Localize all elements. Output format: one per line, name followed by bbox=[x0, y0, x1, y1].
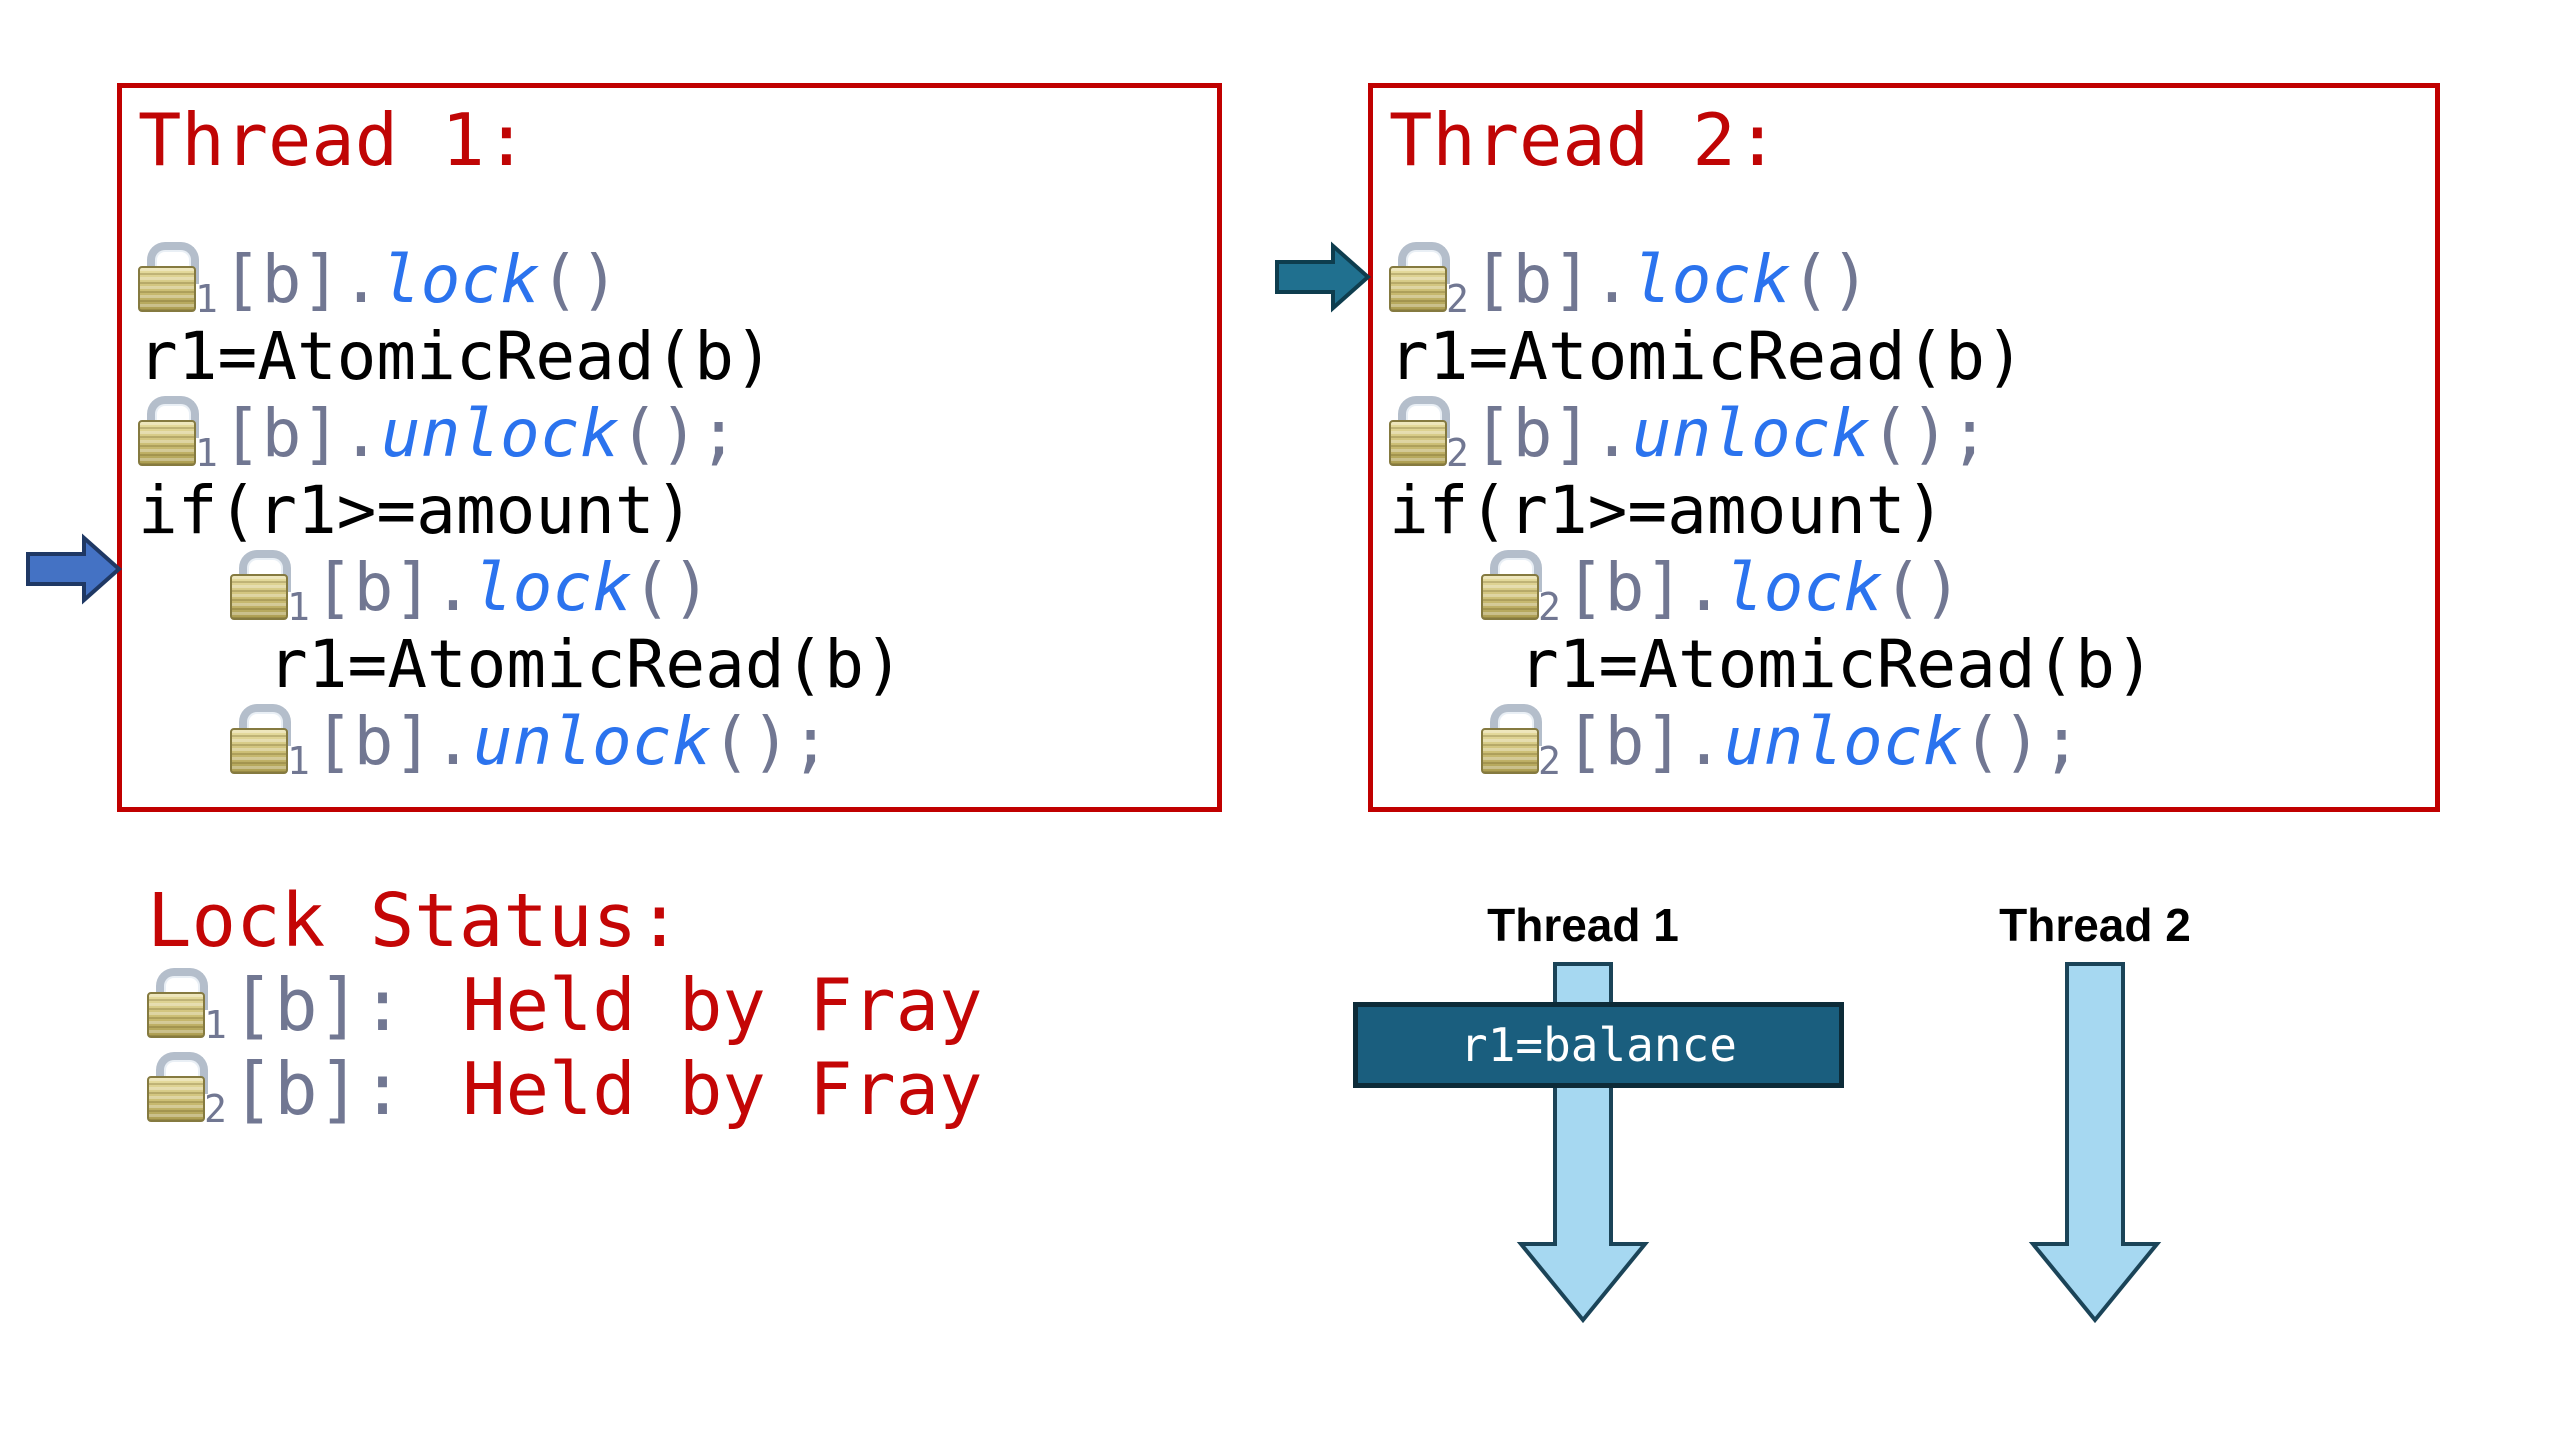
code-segment-call: lock bbox=[380, 240, 540, 318]
code-segment-call: unlock bbox=[1723, 702, 1963, 780]
lock-subscript: 2 bbox=[204, 1086, 227, 1131]
code-segment-call: lock bbox=[472, 548, 632, 626]
code-line: 2[b].unlock(); bbox=[1389, 394, 2435, 476]
lock-icon bbox=[1481, 550, 1542, 621]
lock-status-target: [b]: bbox=[230, 962, 405, 1047]
code-segment: (); bbox=[619, 394, 739, 472]
code-segment: [b]. bbox=[221, 240, 381, 318]
code-segment: r1=AtomicRead(b) bbox=[138, 317, 774, 395]
lock-subscript: 2 bbox=[1538, 585, 1561, 630]
lock-subscript: 1 bbox=[287, 585, 310, 630]
lock-icon bbox=[138, 242, 199, 313]
lock-status-row: 2[b]: Held by Fray bbox=[147, 1047, 982, 1131]
code-line: 2[b].unlock(); bbox=[1481, 702, 2435, 784]
lock-subscript: 2 bbox=[1446, 431, 1469, 476]
code-segment-call: unlock bbox=[1631, 394, 1871, 472]
lock-subscript: 2 bbox=[1446, 277, 1469, 322]
code-segment: [b]. bbox=[221, 394, 381, 472]
lock-icon bbox=[1389, 396, 1450, 467]
code-segment-call: lock bbox=[1723, 548, 1883, 626]
timeline-thread-1-label: Thread 1 bbox=[1487, 899, 1679, 951]
lock-subscript: 1 bbox=[195, 277, 218, 322]
thread-2-code: 2[b].lock()r1=AtomicRead(b)2[b].unlock()… bbox=[1389, 240, 2435, 784]
code-line: r1=AtomicRead(b) bbox=[268, 626, 1217, 703]
timeline-arrow-thread-2 bbox=[2028, 962, 2162, 1324]
code-segment: () bbox=[1882, 548, 1963, 626]
lock-subscript: 1 bbox=[287, 739, 310, 784]
block-arrow-down-icon bbox=[2028, 962, 2162, 1324]
code-line: 1[b].lock() bbox=[230, 548, 1217, 630]
code-segment: r1=AtomicRead(b) bbox=[268, 625, 904, 703]
code-segment-call: unlock bbox=[472, 702, 712, 780]
lock-subscript: 1 bbox=[204, 1002, 227, 1047]
lock-subscript: 2 bbox=[1538, 739, 1561, 784]
code-segment: (); bbox=[711, 702, 831, 780]
timeline-thread-2-label: Thread 2 bbox=[1999, 899, 2191, 951]
code-segment: [b]. bbox=[313, 702, 473, 780]
code-segment: () bbox=[631, 548, 712, 626]
code-line: 2[b].lock() bbox=[1481, 548, 2435, 630]
lock-status-row: 1[b]: Held by Fray bbox=[147, 963, 982, 1047]
lock-icon bbox=[147, 967, 208, 1038]
lock-icon bbox=[230, 704, 291, 775]
code-segment: () bbox=[539, 240, 620, 318]
thread-1-code: 1[b].lock()r1=AtomicRead(b)1[b].unlock()… bbox=[138, 240, 1217, 784]
lock-status-value: Held by Fray bbox=[462, 1046, 983, 1131]
lock-icon bbox=[138, 396, 199, 467]
code-segment: [b]. bbox=[313, 548, 473, 626]
event-label: r1=balance bbox=[1460, 1018, 1737, 1072]
event-box: r1=balance bbox=[1353, 1002, 1844, 1088]
code-line: if(r1>=amount) bbox=[138, 472, 1217, 549]
lock-status-panel: Lock Status: 1[b]: Held by Fray 2[b]: Held … bbox=[147, 880, 982, 1131]
lock-status-target: [b]: bbox=[230, 1046, 405, 1131]
code-segment: [b]. bbox=[1472, 240, 1632, 318]
thread-1-code-box: Thread 1: 1[b].lock()r1=AtomicRead(b)1[b… bbox=[117, 83, 1222, 812]
code-line: 1[b].unlock(); bbox=[230, 702, 1217, 784]
lock-icon bbox=[147, 1051, 208, 1122]
block-arrow-right-icon bbox=[26, 533, 123, 605]
code-line: 2[b].lock() bbox=[1389, 240, 2435, 322]
code-line: if(r1>=amount) bbox=[1389, 472, 2435, 549]
code-segment: [b]. bbox=[1564, 548, 1724, 626]
code-segment: () bbox=[1790, 240, 1871, 318]
thread-2-title: Thread 2: bbox=[1389, 98, 1780, 182]
code-segment: r1=AtomicRead(b) bbox=[1389, 317, 2025, 395]
execution-pointer-arrow-thread-2 bbox=[1275, 241, 1372, 313]
code-line: r1=AtomicRead(b) bbox=[138, 318, 1217, 395]
code-segment-call: lock bbox=[1631, 240, 1791, 318]
thread-1-title: Thread 1: bbox=[138, 98, 529, 182]
code-segment: (); bbox=[1870, 394, 1990, 472]
thread-2-code-box: Thread 2: 2[b].lock()r1=AtomicRead(b)2[b… bbox=[1368, 83, 2440, 812]
lock-icon bbox=[230, 550, 291, 621]
code-line: 1[b].unlock(); bbox=[138, 394, 1217, 476]
code-segment: if(r1>=amount) bbox=[1389, 471, 1946, 549]
code-line: r1=AtomicRead(b) bbox=[1519, 626, 2435, 703]
lock-icon bbox=[1389, 242, 1450, 313]
code-segment: r1=AtomicRead(b) bbox=[1519, 625, 2155, 703]
execution-pointer-arrow-thread-1 bbox=[26, 533, 123, 605]
lock-icon bbox=[1481, 704, 1542, 775]
code-segment: (); bbox=[1962, 702, 2082, 780]
lock-status-value: Held by Fray bbox=[462, 962, 983, 1047]
code-line: r1=AtomicRead(b) bbox=[1389, 318, 2435, 395]
lock-status-rows: 1[b]: Held by Fray 2[b]: Held by Fray bbox=[147, 963, 982, 1131]
code-segment: [b]. bbox=[1472, 394, 1632, 472]
code-segment-call: unlock bbox=[380, 394, 620, 472]
lock-subscript: 1 bbox=[195, 431, 218, 476]
code-segment: if(r1>=amount) bbox=[138, 471, 695, 549]
lock-status-title: Lock Status: bbox=[147, 878, 682, 964]
code-segment: [b]. bbox=[1564, 702, 1724, 780]
block-arrow-right-icon bbox=[1275, 241, 1372, 313]
code-line: 1[b].lock() bbox=[138, 240, 1217, 322]
